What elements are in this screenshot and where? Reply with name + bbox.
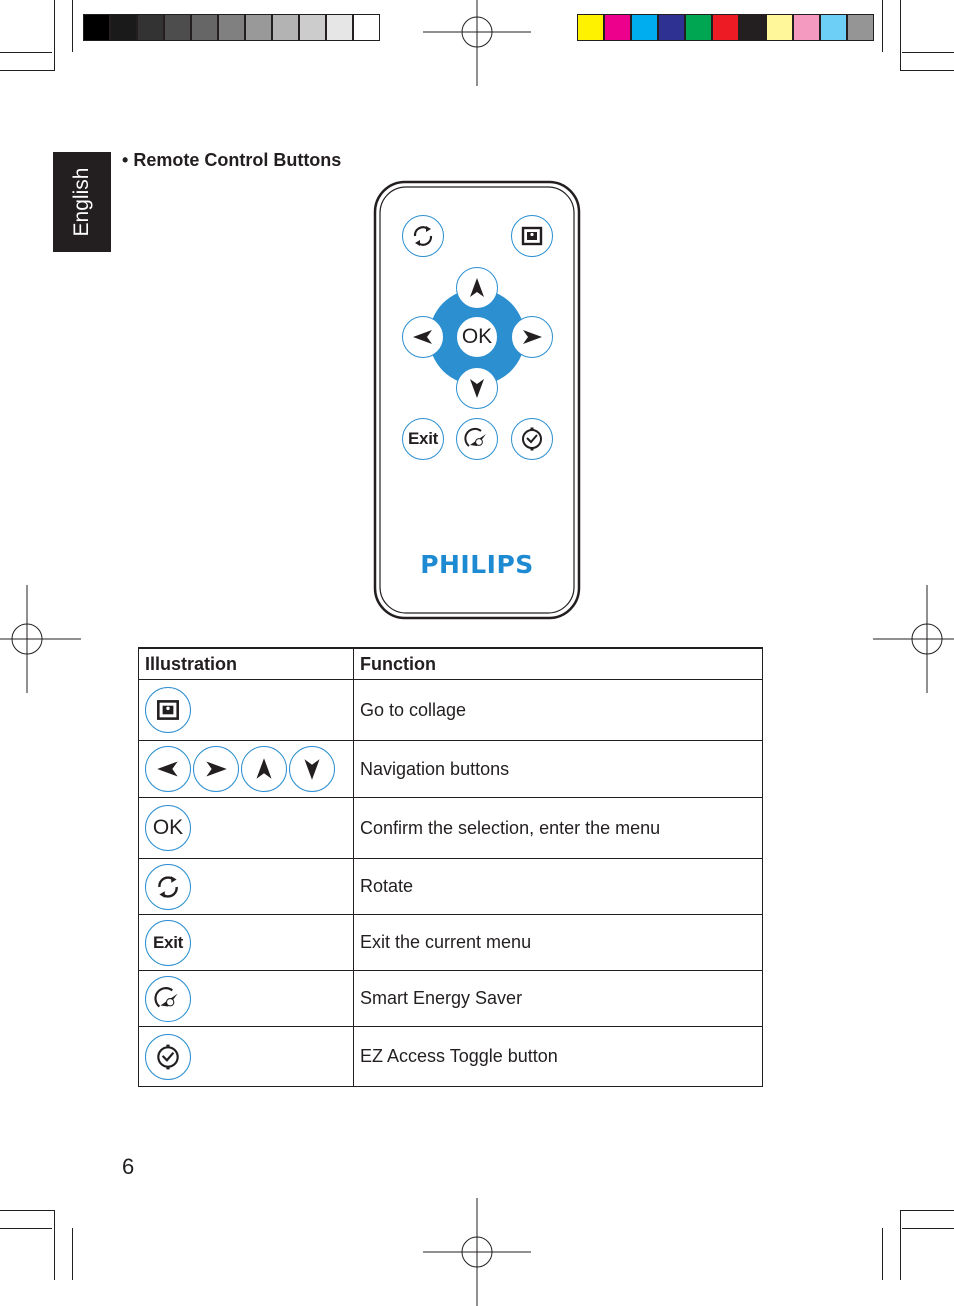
color-swatch bbox=[658, 14, 685, 41]
ok-label: OK bbox=[461, 325, 493, 348]
illustration-cell: Exit bbox=[138, 914, 354, 971]
gray-swatch bbox=[110, 14, 137, 41]
gray-swatch bbox=[164, 14, 191, 41]
gray-swatch bbox=[83, 14, 110, 41]
up-arrow-icon bbox=[470, 278, 484, 297]
ez-access-icon bbox=[157, 1044, 179, 1069]
color-swatch bbox=[847, 14, 874, 41]
color-swatch bbox=[577, 14, 604, 41]
registration-mark-icon bbox=[873, 585, 954, 693]
right-button-illustration bbox=[193, 746, 239, 792]
heading-text: Remote Control Buttons bbox=[133, 150, 342, 170]
table-row: Navigation buttons bbox=[138, 740, 763, 798]
function-cell: Exit the current menu bbox=[353, 914, 763, 971]
remote-left-button[interactable] bbox=[402, 316, 444, 358]
up-arrow-icon bbox=[256, 758, 272, 779]
energy-saver-icon bbox=[464, 427, 486, 447]
function-cell: Go to collage bbox=[353, 679, 763, 741]
page-number: 6 bbox=[122, 1154, 135, 1179]
energy-saver-icon bbox=[154, 986, 178, 1007]
color-swatch bbox=[631, 14, 658, 41]
illustration-cell bbox=[138, 679, 354, 741]
remote-collage-button[interactable] bbox=[511, 215, 553, 257]
gray-swatch bbox=[353, 14, 380, 41]
down-arrow-icon bbox=[304, 759, 320, 780]
color-swatch bbox=[739, 14, 766, 41]
remote-right-button[interactable] bbox=[511, 316, 553, 358]
brand-logo: PHILIPS bbox=[420, 550, 534, 579]
remote-control-illustration: OK Exit PHILIPS bbox=[373, 180, 581, 620]
registration-mark-icon bbox=[423, 0, 531, 86]
function-cell: EZ Access Toggle button bbox=[353, 1026, 763, 1087]
function-cell: Smart Energy Saver bbox=[353, 970, 763, 1027]
gray-swatch bbox=[299, 14, 326, 41]
table-row: OK Confirm the selection, enter the menu bbox=[138, 797, 763, 859]
remote-ez-access-button[interactable] bbox=[511, 418, 553, 460]
illustration-cell bbox=[138, 970, 354, 1027]
remote-down-button[interactable] bbox=[456, 367, 498, 409]
down-arrow-icon bbox=[470, 379, 484, 398]
color-swatch bbox=[793, 14, 820, 41]
ok-label: OK bbox=[152, 816, 184, 839]
language-label: English bbox=[70, 167, 93, 237]
registration-mark-icon bbox=[0, 585, 81, 693]
column-header-function: Function bbox=[353, 647, 763, 680]
exit-label: Exit bbox=[408, 429, 438, 448]
collage-icon bbox=[157, 700, 179, 720]
column-header-illustration: Illustration bbox=[138, 647, 354, 680]
illustration-cell bbox=[138, 1026, 354, 1087]
table-row: EZ Access Toggle button bbox=[138, 1026, 763, 1087]
gray-swatch bbox=[218, 14, 245, 41]
function-cell: Confirm the selection, enter the menu bbox=[353, 797, 763, 859]
color-swatch bbox=[820, 14, 847, 41]
table-header-row: Illustration Function bbox=[138, 647, 763, 680]
function-cell: Navigation buttons bbox=[353, 740, 763, 798]
gray-swatch bbox=[137, 14, 164, 41]
up-button-illustration bbox=[241, 746, 287, 792]
table-row: Smart Energy Saver bbox=[138, 970, 763, 1027]
remote-up-button[interactable] bbox=[456, 267, 498, 309]
left-arrow-icon bbox=[157, 761, 178, 777]
rotate-icon bbox=[413, 226, 433, 246]
down-button-illustration bbox=[289, 746, 335, 792]
button-function-table: Illustration Function Go to collage bbox=[138, 647, 763, 1087]
energy-saver-button-illustration bbox=[145, 975, 191, 1022]
rotate-button-illustration bbox=[145, 863, 191, 910]
color-swatch bbox=[685, 14, 712, 41]
section-heading: • Remote Control Buttons bbox=[122, 150, 341, 171]
collage-icon bbox=[521, 226, 543, 246]
table-row: Go to collage bbox=[138, 679, 763, 741]
ez-access-icon bbox=[522, 427, 542, 451]
illustration-cell bbox=[138, 740, 354, 798]
left-arrow-icon bbox=[413, 330, 432, 344]
exit-label: Exit bbox=[153, 932, 183, 952]
illustration-cell: OK bbox=[138, 797, 354, 859]
right-arrow-icon bbox=[206, 761, 227, 777]
color-swatch bbox=[604, 14, 631, 41]
exit-button-illustration: Exit bbox=[145, 919, 191, 966]
remote-exit-button[interactable]: Exit bbox=[402, 418, 444, 460]
table-row: Rotate bbox=[138, 858, 763, 915]
remote-energy-saver-button[interactable] bbox=[456, 418, 498, 460]
rotate-icon bbox=[158, 875, 178, 898]
left-button-illustration bbox=[145, 746, 191, 792]
ok-button-illustration: OK bbox=[145, 805, 191, 851]
table-row: Exit Exit the current menu bbox=[138, 914, 763, 971]
function-cell: Rotate bbox=[353, 858, 763, 915]
remote-rotate-button[interactable] bbox=[402, 215, 444, 257]
remote-ok-button[interactable]: OK bbox=[456, 316, 498, 358]
ez-access-button-illustration bbox=[145, 1033, 191, 1080]
color-swatch bbox=[712, 14, 739, 41]
gray-swatch bbox=[245, 14, 272, 41]
gray-swatch bbox=[272, 14, 299, 41]
collage-button-illustration bbox=[145, 687, 191, 733]
bullet: • bbox=[122, 150, 129, 170]
color-swatch bbox=[766, 14, 793, 41]
illustration-cell bbox=[138, 858, 354, 915]
gray-swatch bbox=[326, 14, 353, 41]
gray-swatch bbox=[191, 14, 218, 41]
registration-mark-icon bbox=[423, 1198, 531, 1306]
language-side-tab: English bbox=[53, 152, 111, 252]
right-arrow-icon bbox=[523, 330, 542, 344]
